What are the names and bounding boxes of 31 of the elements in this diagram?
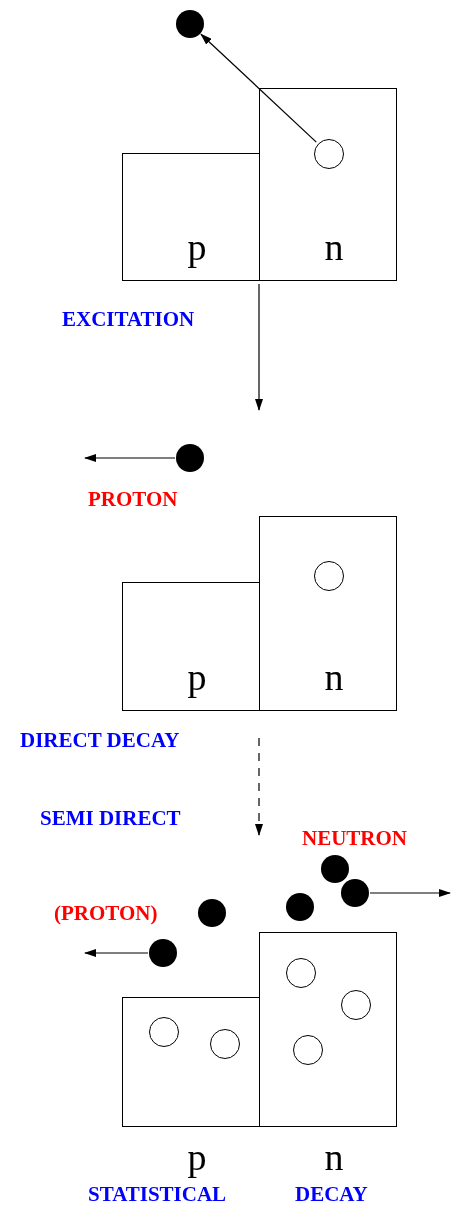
arrow [255,283,263,411]
process-label: PROTON [88,489,178,510]
process-label: EXCITATION [62,309,195,330]
arrow [84,949,149,957]
proton-box [122,153,260,281]
process-label: (PROTON) [54,903,158,924]
nucleon-symbol: n [324,1138,344,1176]
proton-box [122,582,260,711]
filled-particle [286,893,314,921]
filled-particle [321,855,349,883]
process-label: DECAY [295,1184,368,1205]
nucleon-symbol: n [324,658,344,696]
process-label: STATISTICAL [88,1184,227,1205]
nucleon-symbol: p [187,1138,207,1176]
filled-particle [176,444,204,472]
nucleon-symbol: n [324,228,344,266]
neutron-box [259,516,397,711]
process-label: SEMI DIRECT [40,808,181,829]
neutron-box [259,88,397,281]
arrow [200,33,317,143]
process-label: NEUTRON [302,828,407,849]
arrow [369,889,451,897]
filled-particle [149,939,177,967]
arrow [255,737,263,836]
process-label: DIRECT DECAY [20,730,180,751]
filled-particle [198,899,226,927]
filled-particle [341,879,369,907]
nucleon-symbol: p [187,658,207,696]
nucleon-symbol: p [187,228,207,266]
filled-particle [176,10,204,38]
arrow [84,454,176,462]
